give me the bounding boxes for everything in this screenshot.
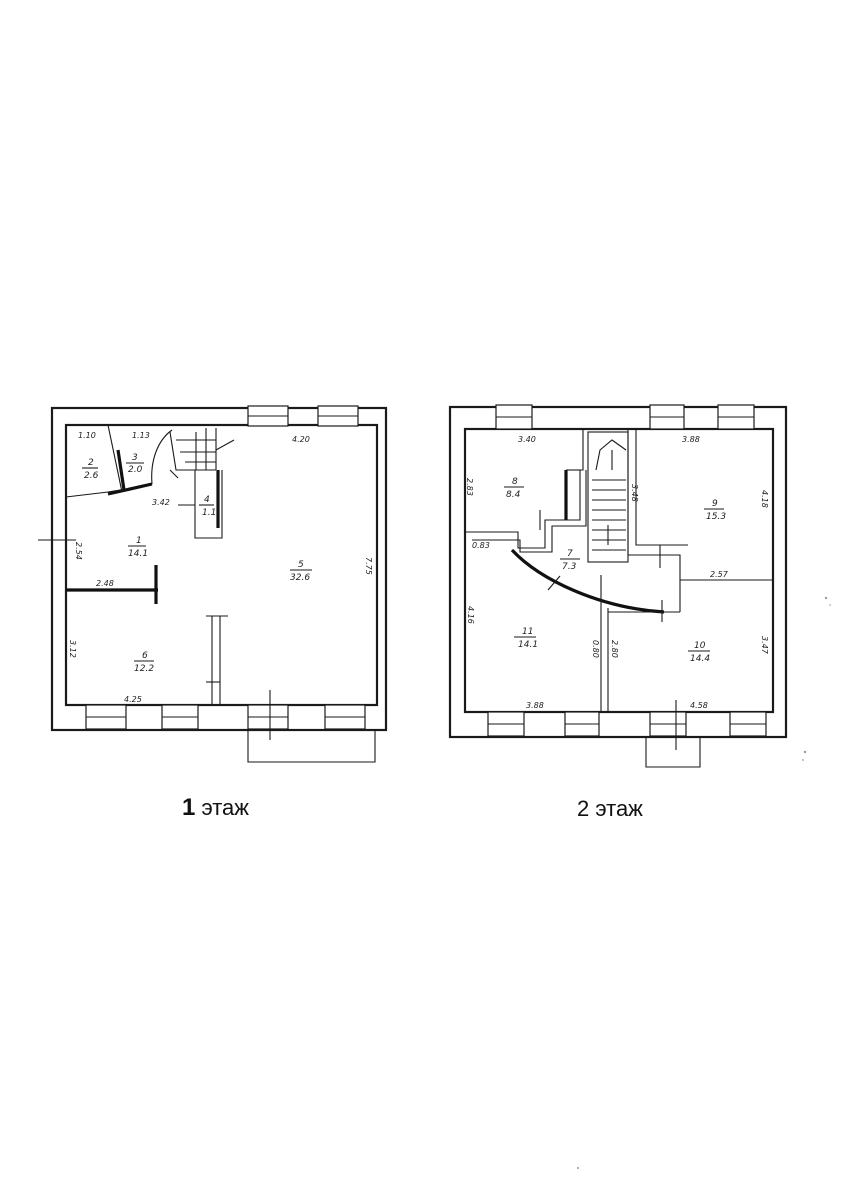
room-6-area: 12.2 <box>134 664 154 674</box>
dimension-label: 4.18 <box>760 490 769 508</box>
floor-2-plan: 8 8.4 9 15.3 7 7.3 11 14.1 10 14.4 3.40 … <box>448 404 788 768</box>
staircase <box>587 431 629 563</box>
closet-wall <box>194 470 223 539</box>
room-11-number: 11 <box>522 627 533 637</box>
balcony <box>645 737 701 768</box>
floor-2-title-number: 2 <box>577 796 590 821</box>
dimension-label: 0.83 <box>472 541 490 550</box>
room-1-area: 14.1 <box>128 549 148 559</box>
room-10-number: 10 <box>694 641 706 651</box>
floor-2-title-word: этаж <box>595 796 643 821</box>
dimension-label: 3.88 <box>526 701 544 710</box>
room-1-number: 1 <box>136 536 142 546</box>
partition <box>472 470 587 553</box>
curved-partition <box>510 548 665 614</box>
floor-2-title: 2 этаж <box>577 796 643 822</box>
room-10-area: 14.4 <box>690 654 710 664</box>
room-8-number: 8 <box>512 477 518 487</box>
partition <box>151 429 173 485</box>
room-5-area: 32.6 <box>290 573 310 583</box>
floor-1-plan: 2 2.6 3 2.0 4 1.1 1 14.1 5 32.6 6 12.2 1… <box>38 405 388 763</box>
dimension-label: 2.54 <box>74 542 83 560</box>
partition <box>627 429 773 581</box>
dimension-label: 1.10 <box>78 431 96 440</box>
staircase <box>169 428 235 479</box>
dimension-label: 4.20 <box>292 435 310 444</box>
room-4-area: 1.1 <box>202 508 216 518</box>
dimension-label: 2.48 <box>96 579 114 588</box>
dimension-label: 2.80 <box>610 640 619 658</box>
dimension-label: 2.83 <box>465 478 474 496</box>
room-6-number: 6 <box>142 651 148 661</box>
dimension-label: 4.25 <box>124 695 142 704</box>
room-2-number: 2 <box>88 458 94 468</box>
scan-speck-marks <box>577 596 831 1169</box>
dimension-label: 7.75 <box>364 557 373 575</box>
room-4-number: 4 <box>204 495 210 505</box>
floor-2-inner-wall <box>463 427 775 714</box>
room-5-number: 5 <box>298 560 304 570</box>
partition <box>465 429 584 549</box>
dimension-label: 3.48 <box>630 484 639 502</box>
partition <box>635 429 688 546</box>
dimension-label: 3.88 <box>682 435 700 444</box>
room-7-area: 7.3 <box>562 562 577 572</box>
dimension-label: 3.40 <box>518 435 536 444</box>
floor-2-outer-wall <box>448 405 788 739</box>
dimension-label: 2.57 <box>710 570 729 579</box>
room-3-area: 2.0 <box>128 465 143 475</box>
floor-1-outer-wall <box>50 406 388 732</box>
dimension-label: 0.80 <box>591 640 600 658</box>
porch <box>247 730 376 763</box>
room-9-number: 9 <box>712 499 718 509</box>
dimension-label: 3.12 <box>68 640 77 658</box>
dimension-label: 4.16 <box>466 606 475 624</box>
floor-1-title: 1 этаж <box>182 794 249 822</box>
room-7-number: 7 <box>567 549 573 559</box>
room-8-area: 8.4 <box>506 490 521 500</box>
floor-1-title-word: этаж <box>201 795 250 820</box>
dimension-label: 4.58 <box>690 701 708 710</box>
dimension-label: 1.13 <box>132 431 150 440</box>
room-2-area: 2.6 <box>84 471 99 481</box>
dimension-label: 3.47 <box>760 636 769 655</box>
room-3-number: 3 <box>132 453 138 463</box>
room-9-area: 15.3 <box>706 512 726 522</box>
room-11-area: 14.1 <box>518 640 538 650</box>
floor-1-inner-wall <box>64 423 379 707</box>
dimension-label: 3.42 <box>152 498 170 507</box>
floor-1-title-number: 1 <box>182 794 196 821</box>
